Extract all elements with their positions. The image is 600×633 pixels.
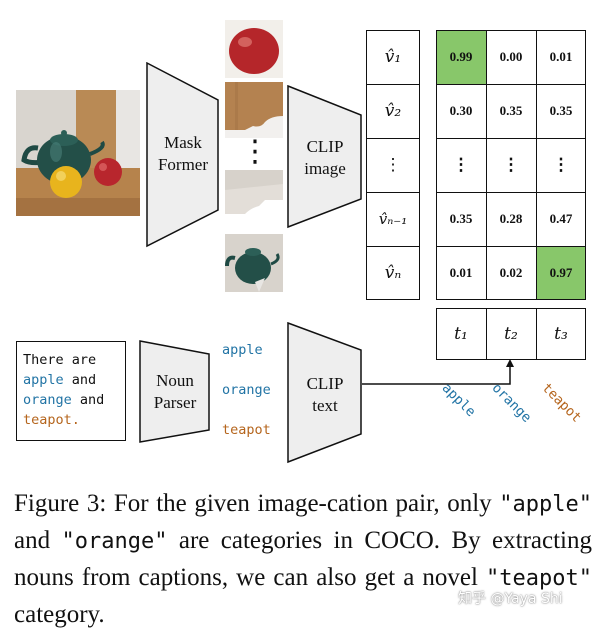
figure-caption-text: and: [14, 527, 62, 554]
caption-line: apple and: [23, 370, 125, 390]
score-cell: 0.99: [449, 49, 473, 64]
v-label-n: v̂ₙ: [384, 263, 402, 283]
region-embedding-column: [366, 30, 420, 300]
t-label-2: t₂: [504, 324, 518, 344]
figure-caption: Figure 3: For the given image-cation pai…: [14, 486, 592, 633]
noun-orange: orange: [222, 382, 271, 398]
figure-caption-code: "apple": [499, 492, 592, 517]
clip-image-block: [287, 85, 362, 229]
figure-caption-code: "orange": [61, 529, 168, 554]
mask-former-block: [146, 62, 219, 248]
v-label-2: v̂₂: [384, 101, 402, 121]
crop-teapot: [225, 234, 283, 292]
v-label-n-minus-1: v̂ₙ₋₁: [378, 210, 408, 228]
score-cell: 0.97: [549, 265, 573, 280]
noun-apple: apple: [222, 342, 263, 358]
score-matrix: 0.99 0.00 0.01 0.30 0.35 0.35 ⋮ ⋮ ⋮ 0.35…: [436, 30, 586, 300]
score-highlight-1: [436, 30, 486, 84]
figure-caption-text: are categories in COCO. By extracting no…: [14, 527, 592, 591]
t-label-3: t₃: [554, 324, 568, 344]
score-cell-ellipsis: ⋮: [502, 155, 520, 174]
noun-teapot: teapot: [222, 422, 271, 438]
score-cell: 0.28: [499, 211, 523, 226]
score-cell: 0.35: [449, 211, 473, 226]
figure-caption-code: "teapot": [486, 566, 592, 591]
score-cell: 0.47: [549, 211, 573, 226]
caption-noun-orange: orange: [23, 392, 72, 408]
score-cell-ellipsis: ⋮: [452, 155, 470, 174]
figure-caption-text: category.: [14, 601, 105, 628]
crop-apple: [225, 20, 283, 78]
input-image: [16, 90, 140, 216]
watermark: 知乎 @Yaya Shi: [458, 591, 563, 607]
caption-noun-apple: apple: [23, 372, 64, 388]
crop-dots: ⋮: [240, 134, 270, 169]
score-cell: 0.35: [549, 103, 573, 118]
score-cell: 0.35: [499, 103, 523, 118]
caption-noun-teapot: teapot: [23, 412, 72, 428]
score-cell: 0.30: [449, 103, 473, 118]
score-cell: 0.01: [549, 49, 573, 64]
noun-parser-block: [139, 340, 210, 443]
clip-text-block: [287, 322, 362, 464]
caption-line: orange and: [23, 390, 125, 410]
v-label-1: v̂₁: [384, 47, 402, 67]
text-to-embedding-arrow: [362, 359, 514, 385]
caption-and: and: [71, 392, 105, 408]
rotated-label-teapot: teapot: [538, 380, 585, 426]
v-label-ellipsis: ⋮: [384, 155, 402, 175]
score-cell-ellipsis: ⋮: [552, 155, 570, 174]
crop-background: [225, 170, 283, 228]
score-cell: 0.01: [449, 265, 473, 280]
caption-period: .: [71, 412, 80, 428]
caption-line: There are: [23, 352, 97, 368]
text-embedding-row: [436, 308, 586, 360]
score-cell: 0.02: [499, 265, 523, 280]
caption-and: and: [63, 372, 97, 388]
score-highlight-2: [536, 246, 586, 300]
caption-box: There are apple and orange and teapot.: [16, 341, 126, 441]
score-cell: 0.00: [499, 49, 523, 64]
t-label-1: t₁: [454, 324, 468, 344]
crop-wood: [225, 82, 283, 138]
caption-line: teapot.: [23, 410, 125, 430]
figure-caption-text: Figure 3: For the given image-cation pai…: [14, 490, 500, 517]
